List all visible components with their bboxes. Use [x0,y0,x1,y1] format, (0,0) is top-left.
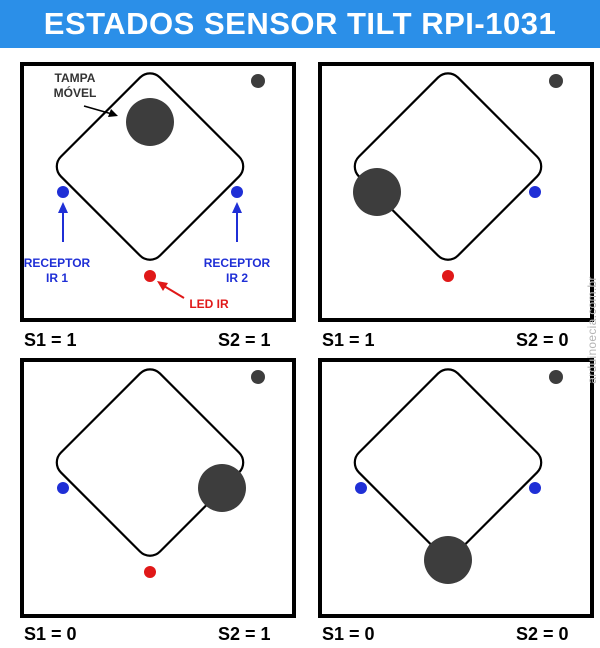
state-2-s1: S1 = 1 [322,330,375,350]
state-1-s2: S2 = 1 [218,330,271,350]
led-arrowhead [157,281,168,291]
movable-ball [353,168,401,216]
led-arrow [163,285,185,299]
receptor-1-label: RECEPTOR IR 1 [22,256,92,286]
receptor-ir-2 [529,186,541,198]
sensor-housing [353,368,543,557]
state-panel-4 [318,358,594,618]
state-4-s2: S2 = 0 [516,624,569,644]
orientation-dot [251,370,265,384]
receptor-2-arrowhead [232,202,242,213]
state-panel-1: TAMPA MÓVEL RECEPTOR IR 1 RECEPTOR IR 2 … [20,62,296,322]
sensor-diagram-1 [55,72,265,299]
receptor-2-label-line1: RECEPTOR [203,256,271,270]
receptor-ir-1 [57,186,69,198]
tampa-arrow [83,105,113,115]
movable-ball [126,98,174,146]
receptor-ir-1 [355,482,367,494]
receptor-2-label-line2: IR 2 [225,271,248,285]
sensor-housing [353,72,543,261]
sensor-housing [55,368,245,557]
receptor-ir-1 [57,482,69,494]
sensor-diagram-4 [353,368,563,584]
state-1-s1: S1 = 1 [24,330,77,350]
led-ir [144,566,156,578]
watermark: arduinoecia.com.br [585,276,599,384]
orientation-dot [549,370,563,384]
tampa-label-line2: MÓVEL [53,86,97,100]
movable-ball [424,536,472,584]
movable-ball [198,464,246,512]
receptor-1-arrowhead [58,202,68,213]
receptor-ir-2 [231,186,243,198]
sensor-diagram-2 [353,72,563,282]
led-ir [442,270,454,282]
state-4-s1: S1 = 0 [322,624,375,644]
state-2-s2: S2 = 0 [516,330,569,350]
receptor-ir-2 [529,482,541,494]
state-panel-3 [20,358,296,618]
orientation-dot [251,74,265,88]
tampa-arrowhead [108,109,118,117]
state-panel-2 [318,62,594,322]
sensor-diagram-3 [55,368,265,578]
receptor-1-label-line2: IR 1 [45,271,68,285]
receptor-2-label: RECEPTOR IR 2 [202,256,272,286]
tampa-label-line1: TAMPA [54,71,96,85]
page-title: ESTADOS SENSOR TILT RPI-1031 [43,6,557,41]
orientation-dot [549,74,563,88]
sensor-housing [55,72,245,261]
led-label: LED IR [189,297,229,311]
state-3-s1: S1 = 0 [24,624,77,644]
state-3-s2: S2 = 1 [218,624,271,644]
receptor-1-label-line1: RECEPTOR [23,256,91,270]
led-ir [144,270,156,282]
title-banner [0,0,600,48]
tampa-label: TAMPA MÓVEL [50,71,100,101]
